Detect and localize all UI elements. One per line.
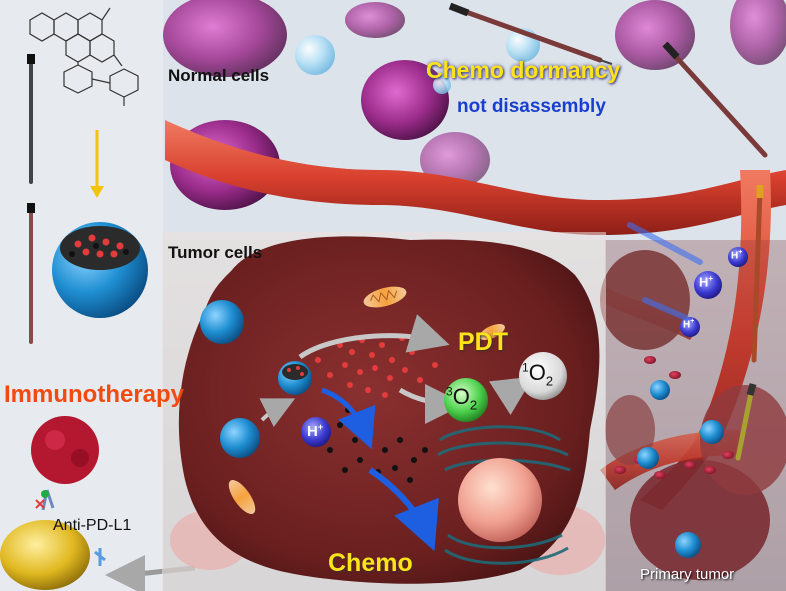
triplet-oxygen-label: 3O2 [446, 384, 477, 412]
singlet-oxygen-sphere [519, 352, 567, 400]
loaded-nanoparticle [278, 361, 312, 395]
nanoparticle [675, 532, 701, 558]
triplet-oxygen-sub: 2 [469, 397, 478, 413]
triplet-oxygen-sup: 3 [446, 384, 453, 399]
label-chemo-dormancy: Chemo dormancy [426, 57, 621, 83]
red-blood-cells [614, 356, 734, 479]
yellow-arrow-head [90, 186, 104, 198]
tumor-cell-small [31, 416, 99, 484]
tumor-mass [605, 395, 655, 465]
nanorod [448, 2, 613, 65]
nanorod [662, 41, 768, 158]
bubble [295, 35, 335, 75]
normal-cell [615, 0, 695, 70]
label-not-disassembly: not disassembly [457, 96, 606, 117]
proton-beam [642, 297, 689, 321]
proton-bubbles [680, 247, 748, 337]
normal-cell [163, 0, 287, 77]
antibody-icon [94, 548, 106, 566]
nanorod [27, 203, 35, 344]
normal-cell [361, 60, 449, 140]
proton-sphere [301, 417, 331, 447]
proton-symbol: H [683, 319, 691, 331]
label-chemo: Chemo [328, 549, 413, 577]
nanoparticle [637, 447, 659, 469]
proton-charge: + [690, 318, 695, 325]
label-pdt: PDT [458, 328, 508, 356]
blood-vessel [165, 120, 786, 235]
mitochondrion [479, 323, 505, 341]
normal-cell [420, 132, 490, 188]
normal-cell [345, 2, 405, 38]
normal-cell [730, 0, 786, 65]
proton-label: H+ [731, 249, 742, 261]
nucleus [458, 458, 542, 542]
singlet-oxygen-symbol: O [528, 360, 546, 385]
label-tumor-cells: Tumor cells [168, 243, 263, 262]
nanoparticle [220, 418, 260, 458]
proton-beam [627, 222, 703, 265]
nanoparticle [200, 300, 244, 344]
label-anti-pd-l1: Anti-PD-L1 [53, 517, 132, 534]
proton-symbol: H [699, 274, 709, 290]
label-immunotherapy: Immunotherapy [4, 381, 185, 408]
proton-label: H+ [683, 318, 694, 330]
triplet-oxygen-sphere [444, 378, 488, 422]
label-normal-cells: Normal cells [168, 66, 270, 85]
gray-arrow [259, 398, 296, 428]
proton-label: H+ [699, 274, 713, 289]
singlet-oxygen-sup: 1 [522, 360, 529, 375]
proton-charge: + [708, 274, 714, 283]
proton-symbol: H [731, 250, 739, 262]
nanorod [735, 383, 757, 461]
proton-charge: + [317, 422, 324, 432]
proton-symbol: H [307, 423, 318, 440]
bubble [433, 76, 451, 94]
mitochondrion [363, 286, 407, 308]
loaded-nanoparticle [52, 222, 148, 318]
singlet-oxygen-label: 1O2 [522, 360, 553, 388]
blue-arrow [368, 467, 439, 552]
nanoparticle [650, 380, 670, 400]
triplet-oxygen-symbol: O [452, 384, 470, 409]
molecular-structure [29, 7, 139, 106]
nanorod [27, 54, 35, 184]
gray-arrow [298, 314, 450, 360]
proton-charge: + [738, 249, 743, 256]
pd-l1-ligand [41, 490, 49, 498]
blue-arrow [321, 387, 376, 450]
label-primary-tumor: Primary tumor [640, 566, 735, 583]
mitochondrion [228, 479, 256, 515]
nanoparticle [700, 420, 724, 444]
block-x-icon [35, 499, 45, 509]
singlet-oxygen-sub: 2 [545, 373, 554, 389]
t-cell [0, 520, 90, 590]
nanorod [751, 185, 764, 363]
proton-label: H+ [307, 422, 323, 440]
